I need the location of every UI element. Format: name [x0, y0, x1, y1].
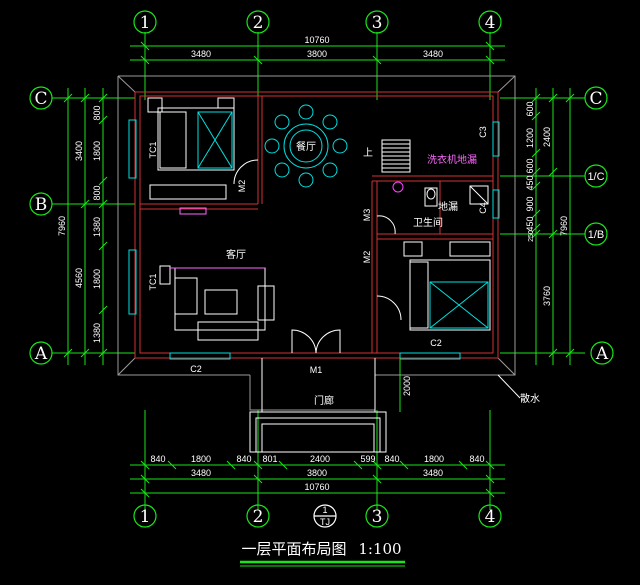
main-door — [291, 329, 341, 354]
bottom-dim-row2-1: 3480 — [191, 468, 211, 478]
window-mark-tc1-bedroom: TC1 — [148, 141, 158, 158]
bottom-dims-row1: 840 1800 840 801 2400 599 840 1800 840 — [150, 454, 484, 464]
bottom-dim-3: 840 — [236, 454, 251, 464]
left-dim-total: 7960 — [57, 216, 67, 236]
axis-lines — [52, 32, 585, 510]
door-mark-m2-bedroom1: M2 — [237, 180, 247, 193]
room-label-bath: 卫生间 — [413, 216, 443, 229]
bottom-dim-row2-3: 3480 — [423, 468, 443, 478]
axis-bubble-right-1c: 1/C — [587, 171, 604, 183]
bottom-dim-total: 10760 — [304, 482, 329, 492]
axis-bubble-bottom-3: 3 — [372, 507, 383, 527]
left-dimension-lines — [63, 88, 108, 365]
axis-bubble-bottom-1: 1 — [140, 507, 151, 527]
right-dim-2400: 2400 — [542, 127, 552, 147]
gutter-leader — [497, 374, 521, 399]
bottom-dim-8: 1800 — [424, 454, 444, 464]
top-axis-bubbles — [133, 10, 502, 34]
top-dim-1: 3480 — [191, 49, 211, 59]
bottom-axis-bubbles — [133, 504, 502, 528]
axis-bubble-bottom-2: 2 — [253, 507, 264, 527]
axis-bubble-right-1b: 1/B — [588, 229, 605, 241]
axis-bubble-top-1: 1 — [140, 13, 151, 33]
stair-detail-bottom: TJ — [320, 517, 330, 527]
left-dim-a: 3400 — [74, 141, 84, 161]
axis-bubble-left-c: C — [34, 89, 47, 109]
left-dim-b: 4560 — [74, 268, 84, 288]
bottom-dim-7: 840 — [384, 454, 399, 464]
title-underline — [240, 560, 405, 567]
window-mark-tc1-living: TC1 — [148, 273, 158, 290]
room-label-living: 客厅 — [226, 248, 246, 261]
door-mark-m2-bedroom2: M2 — [362, 251, 372, 264]
drawing-title: 一层平面布局图 — [241, 540, 346, 558]
room-label-dining: 餐厅 — [296, 140, 316, 153]
right-dimension-lines — [531, 88, 575, 365]
bedroom2-bed — [376, 241, 491, 331]
dining-table — [264, 104, 348, 188]
axis-bubble-left-a: A — [34, 344, 48, 364]
left-dim-s1: 800 — [92, 105, 102, 120]
gutter-label: 散水 — [520, 392, 540, 405]
bottom-dim-5: 2400 — [310, 454, 330, 464]
porch-steps — [249, 358, 387, 453]
bottom-dim-4: 801 — [262, 454, 277, 464]
right-dim-s7: 250 — [528, 230, 535, 242]
axis-bubble-bottom-4: 4 — [485, 507, 496, 527]
right-dim-3760: 3760 — [542, 286, 552, 306]
bottom-dim-9: 840 — [469, 454, 484, 464]
window-mark-c4: C4 — [478, 202, 488, 214]
drawing-scale: 1:100 — [358, 540, 401, 558]
stairs — [381, 139, 411, 173]
right-dim-s1: 600 — [525, 101, 535, 116]
left-dim-s3: 800 — [92, 185, 102, 200]
top-dim-total: 10760 — [304, 35, 329, 45]
bottom-dim-6: 599 — [360, 454, 375, 464]
axis-bubble-right-c: C — [589, 89, 602, 109]
axis-bubble-top-2: 2 — [253, 13, 264, 33]
right-dim-s6: 450 — [525, 216, 535, 231]
bottom-dim-2: 1800 — [191, 454, 211, 464]
left-dim-s2: 1800 — [92, 141, 102, 161]
right-dim-s3: 600 — [525, 158, 535, 173]
right-axis-bubbles — [584, 86, 614, 365]
right-dim-s2: 1200 — [525, 128, 535, 148]
right-dim-7960: 7960 — [559, 216, 569, 236]
door-mark-m3: M3 — [362, 209, 372, 222]
top-dim-2: 3800 — [307, 49, 327, 59]
bottom-dim-row2-2: 3800 — [307, 468, 327, 478]
axis-bubble-right-a: A — [595, 344, 609, 364]
left-dim-s5: 1800 — [92, 269, 102, 289]
floor-drain-label: 地漏 — [438, 200, 458, 213]
eaves-outline — [117, 75, 516, 411]
left-axis-bubbles — [29, 86, 53, 365]
stair-detail-top: 1 — [322, 505, 327, 515]
left-dim-s4: 1380 — [92, 217, 102, 237]
left-dim-s6: 1380 — [92, 323, 102, 343]
right-dim-s4: 450 — [525, 175, 535, 190]
bathroom-fixtures — [376, 181, 489, 235]
porch-dim-2000: 2000 — [402, 376, 412, 396]
window-mark-c3: C3 — [478, 126, 488, 138]
window-mark-c2-bedroom: C2 — [430, 338, 442, 348]
bedroom1-door-swing — [233, 159, 259, 185]
right-dim-s5: 900 — [525, 196, 535, 211]
axis-bubble-top-4: 4 — [485, 13, 496, 33]
room-label-porch: 门廊 — [314, 394, 334, 407]
bottom-dimension-lines — [130, 460, 505, 498]
stair-up-label: 上 — [363, 147, 373, 159]
axis-bubble-left-b: B — [35, 195, 48, 215]
walls — [134, 91, 499, 359]
bottom-dim-1: 840 — [150, 454, 165, 464]
window-mark-c2-living: C2 — [190, 364, 202, 374]
door-mark-m1: M1 — [310, 365, 323, 375]
top-dimension-lines — [130, 41, 505, 65]
washer-drain-label: 洗衣机地漏 — [427, 153, 477, 166]
top-dim-3: 3480 — [423, 49, 443, 59]
bedroom1-bed — [147, 97, 235, 215]
axis-bubble-top-3: 3 — [372, 13, 383, 33]
windows — [128, 119, 500, 360]
living-sofa-set — [159, 265, 275, 341]
